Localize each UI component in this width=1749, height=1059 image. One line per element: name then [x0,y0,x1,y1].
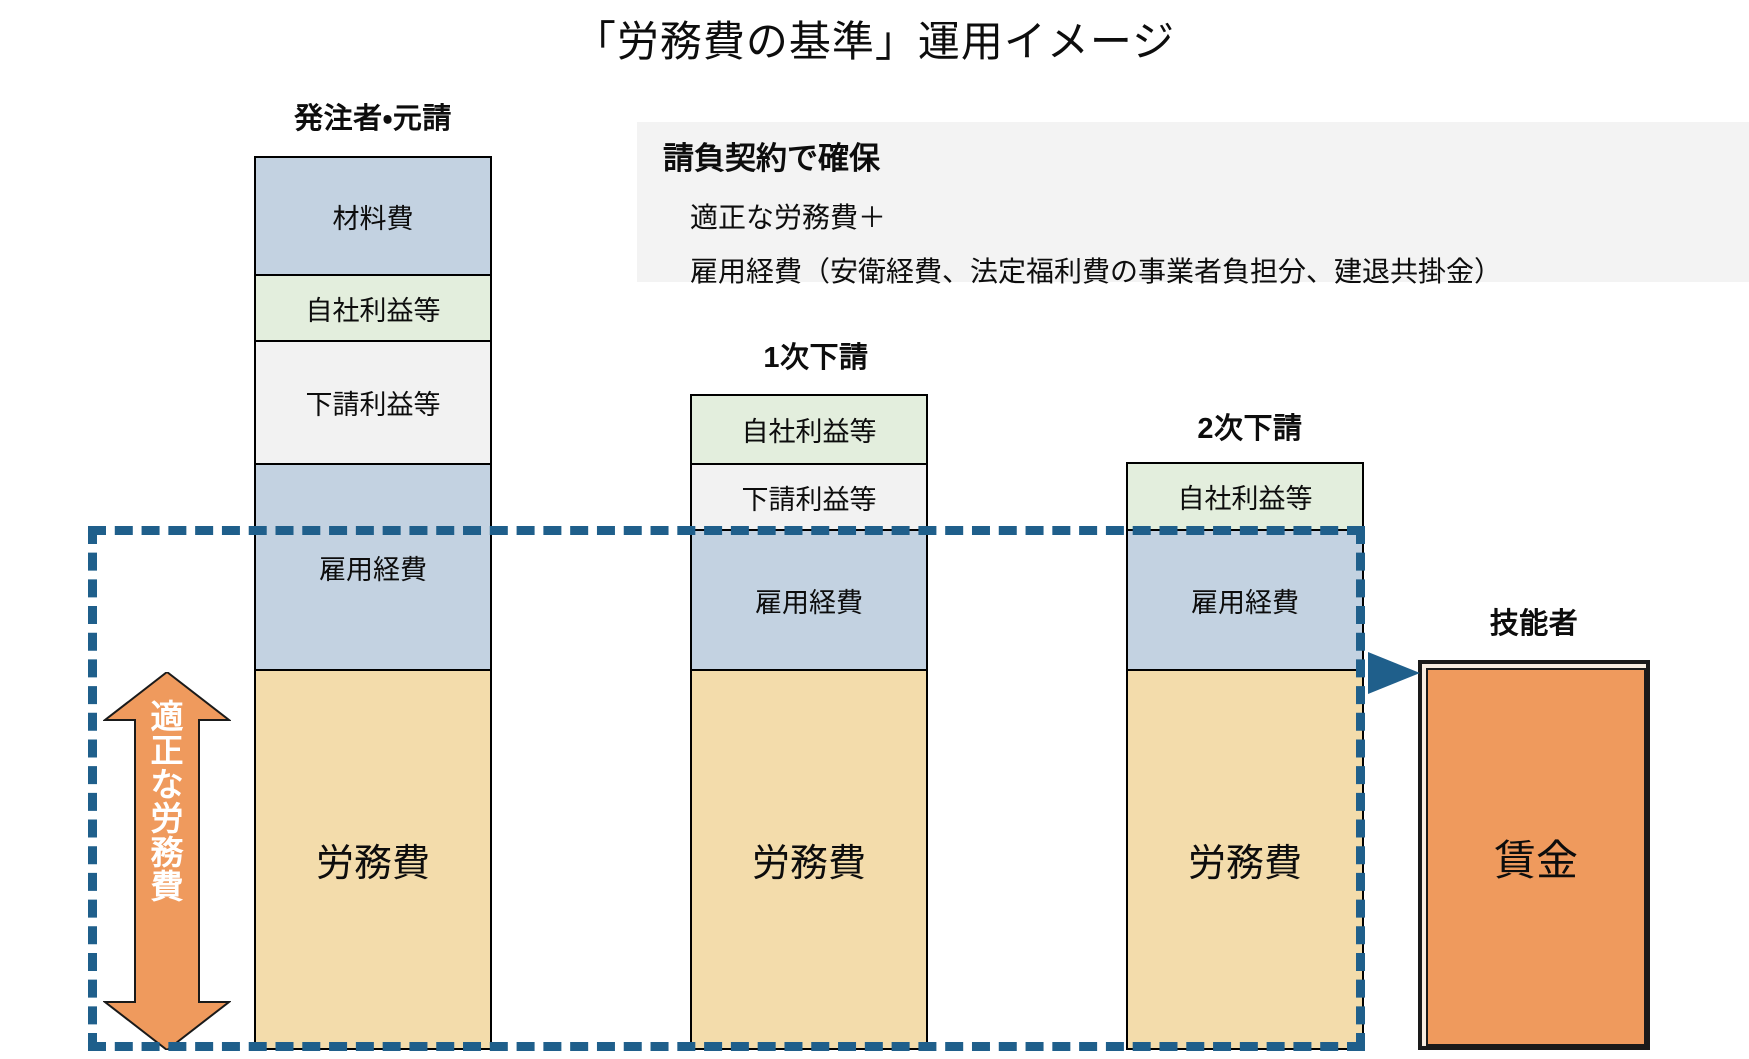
range-arrow-char-0: 適 [150,698,184,735]
contract-note-panel [637,122,1749,282]
range-arrow-label: 適 正 な 労 務 費 [103,700,231,904]
segment-label: 下請利益等 [741,484,877,515]
wage-box-outer: 賃金 [1418,660,1650,1050]
segment-sub1-labor-cost: 労務費 [690,671,928,1050]
column-header-sub2: 2次下請 [1197,413,1303,445]
segment-sub1-own-profit: 自社利益等 [690,394,928,465]
range-arrow-char-5: 費 [150,867,184,905]
column-header-prime: 発注者・元請 [294,103,452,135]
column-header-sub1: 1次下請 [763,342,869,374]
contract-note-line-1: 適正な労務費＋ [690,202,887,233]
page-title: 「労務費の基準」運用イメージ [573,18,1176,65]
segment-label: 下請利益等 [305,390,441,420]
column-header-worker: 技能者 [1489,608,1579,640]
flow-arrow-icon [1368,650,1422,696]
segment-label: 自社利益等 [741,417,877,447]
range-arrow-char-1: 正 [150,731,184,769]
segment-label: 雇用経費 [1191,587,1299,618]
segment-label: 材料費 [332,203,414,234]
contract-note-heading: 請負契約で確保 [663,141,880,176]
segment-label: 雇用経費 [755,587,863,618]
segment-prime-material: 材料費 [254,156,492,276]
segment-label: 労務費 [751,843,866,885]
segment-label: 自社利益等 [305,295,441,326]
contract-note-line-2: 雇用経費（安衛経費、法定福利費の事業者負担分、建退共掛金） [690,256,1503,287]
segment-sub2-own-profit: 自社利益等 [1126,462,1364,531]
segment-label: 賃金 [1493,836,1578,884]
segment-label: 自社利益等 [1177,484,1313,514]
range-arrow-char-3: 労 [150,799,184,837]
segment-sub2-labor-cost: 労務費 [1126,671,1364,1050]
segment-label: 労務費 [315,843,430,885]
segment-sub2-employment: 雇用経費 [1126,531,1364,671]
segment-prime-own-profit: 自社利益等 [254,276,492,342]
range-arrow-char-2: な [150,765,184,803]
range-arrow-char-4: 務 [150,833,184,871]
segment-label: 雇用経費 [319,554,427,585]
segment-prime-employment: 雇用経費 [254,465,492,671]
segment-sub1-employment: 雇用経費 [690,531,928,671]
segment-prime-labor-cost: 労務費 [254,671,492,1050]
segment-worker-wage: 賃金 [1426,668,1646,1046]
segment-label: 労務費 [1187,843,1302,885]
segment-sub1-sub-profit: 下請利益等 [690,465,928,531]
segment-prime-sub-profit: 下請利益等 [254,342,492,465]
